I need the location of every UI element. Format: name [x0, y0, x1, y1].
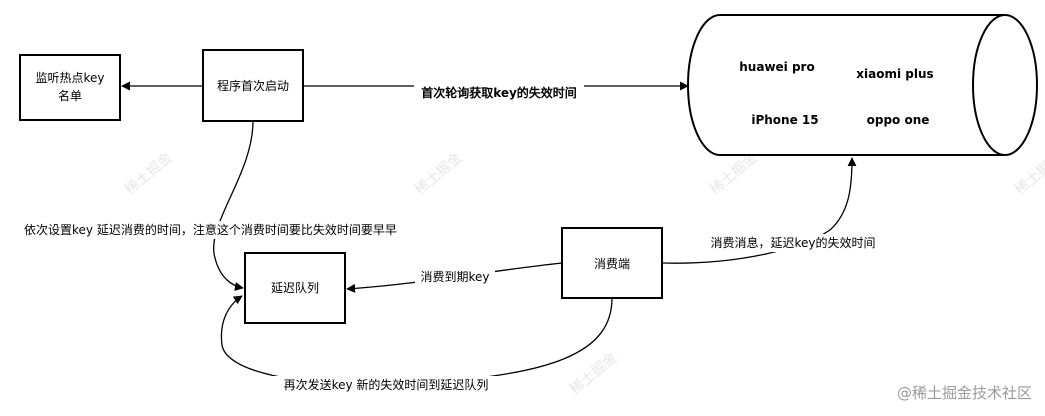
node-hot-key-list: 监听热点key 名单	[19, 54, 121, 121]
db-item-iphone-15: iPhone 15	[751, 113, 818, 127]
node-hot-key-list-line2: 名单	[58, 88, 82, 103]
database-cylinder: huawei pro xiaomi plus iPhone 15 oppo on…	[687, 14, 1038, 156]
node-delay-queue: 延迟队列	[244, 252, 346, 324]
node-delay-queue-label: 延迟队列	[271, 280, 319, 295]
edge-label-consume-expired: 消费到期key	[420, 270, 489, 284]
edge-label-poll-expiry: 首次轮询获取key的失效时间	[421, 85, 577, 100]
site-watermark: @稀土掘金技术社区	[897, 384, 1032, 402]
watermark-tile: 稀土掘金	[567, 350, 620, 398]
watermark-tile: 稀土掘金	[1012, 150, 1045, 198]
watermark-tile: 稀土掘金	[707, 150, 760, 198]
edge-label-resend: 再次发送key 新的失效时间到延迟队列	[284, 377, 489, 392]
node-consumer-label: 消费端	[594, 257, 630, 271]
watermark-tile: 稀土掘金	[412, 150, 465, 198]
node-app-start-label: 程序首次启动	[217, 78, 289, 93]
edge-label-consume-msg: 消费消息，延迟key的失效时间	[710, 235, 875, 250]
edge-start-to-delayqueue	[213, 120, 254, 291]
db-item-huawei-pro: huawei pro	[739, 60, 814, 74]
node-hot-key-list-line1: 监听热点key	[35, 71, 104, 85]
db-item-xiaomi-plus: xiaomi plus	[856, 67, 933, 81]
db-item-oppo-one: oppo one	[867, 113, 930, 127]
node-consumer: 消费端	[561, 227, 663, 299]
node-app-start: 程序首次启动	[202, 49, 304, 122]
edge-label-set-delay: 依次设置key 延迟消费的时间，注意这个消费时间要比失效时间要早早	[24, 222, 397, 237]
watermark-tile: 稀土掘金	[122, 150, 175, 198]
